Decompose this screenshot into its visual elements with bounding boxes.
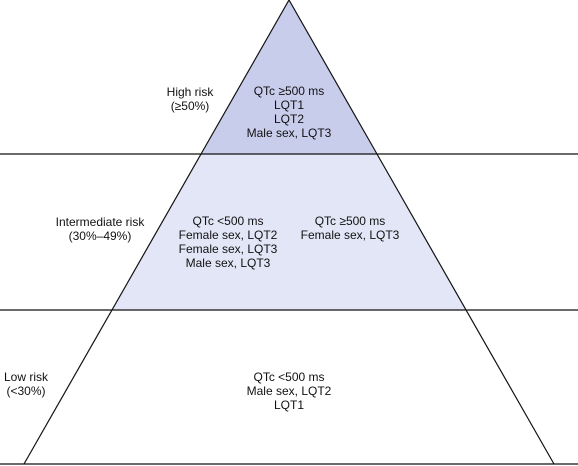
intermediate-risk-item: QTc ≥500 ms	[314, 214, 386, 228]
pyramid-outline	[23, 0, 555, 465]
low-risk-label-line: Low risk	[3, 370, 48, 384]
low-risk-tier-fill	[24, 310, 554, 464]
intermediate-risk-label-line: Intermediate risk	[55, 215, 145, 229]
low-risk-content: QTc <500 ms Male sex, LQT2 LQT1	[229, 370, 349, 412]
low-risk-label: Low risk (<30%)	[2, 370, 50, 398]
high-risk-label: High risk (≥50%)	[155, 85, 225, 113]
high-risk-item: LQT1	[273, 98, 304, 112]
intermediate-risk-label: Intermediate risk (30%–49%)	[40, 215, 160, 243]
intermediate-risk-item: Male sex, LQT3	[185, 256, 271, 270]
high-risk-item: QTc ≥500 ms	[253, 84, 325, 98]
intermediate-risk-label-line: (30%–49%)	[68, 229, 132, 243]
intermediate-risk-content-right: QTc ≥500 ms Female sex, LQT3	[290, 214, 410, 242]
intermediate-risk-item: Female sex, LQT2	[178, 228, 278, 242]
high-risk-label-line: (≥50%)	[170, 99, 210, 113]
low-risk-item: LQT1	[273, 398, 304, 412]
low-risk-item: QTc <500 ms	[253, 370, 325, 384]
high-risk-label-line: High risk	[166, 85, 214, 99]
high-risk-item: LQT2	[273, 112, 304, 126]
high-risk-item: Male sex, LQT3	[246, 126, 332, 140]
high-risk-tier-fill	[202, 0, 376, 154]
intermediate-risk-tier-fill	[112, 154, 466, 310]
high-risk-content: QTc ≥500 ms LQT1 LQT2 Male sex, LQT3	[234, 84, 344, 140]
low-risk-item: Male sex, LQT2	[246, 384, 332, 398]
intermediate-risk-item: Female sex, LQT3	[178, 242, 278, 256]
intermediate-risk-content-left: QTc <500 ms Female sex, LQT2 Female sex,…	[168, 214, 288, 270]
intermediate-risk-item: Female sex, LQT3	[300, 228, 400, 242]
intermediate-risk-item: QTc <500 ms	[192, 214, 264, 228]
low-risk-label-line: (<30%)	[6, 384, 46, 398]
